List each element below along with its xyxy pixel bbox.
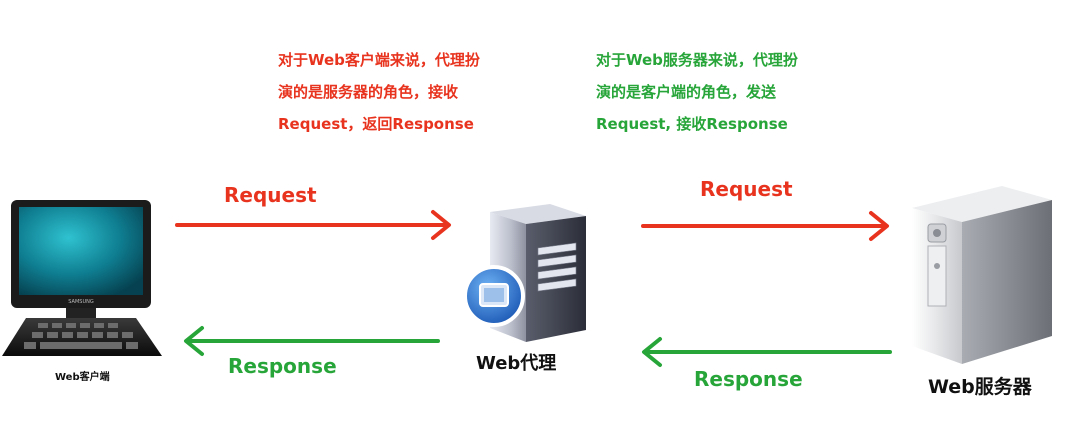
tower-server-icon [912, 186, 1052, 364]
client-caption: Web客户端 [55, 372, 110, 383]
client-perspective-note: 对于Web客户端来说，代理扮 演的是服务器的角色，接收 Request，返回Re… [278, 44, 480, 140]
client-note-line-2: 演的是服务器的角色，接收 [278, 83, 459, 101]
right-response-label: Response [694, 367, 803, 391]
server-note-line-3: Request, 接收Response [596, 115, 788, 133]
right-request-arrow [641, 211, 889, 241]
server-note-line-2: 演的是客户端的角色，发送 [596, 83, 777, 101]
server-perspective-note: 对于Web服务器来说，代理扮 演的是客户端的角色，发送 Request, 接收R… [596, 44, 798, 140]
client-note-line-1: 对于Web客户端来说，代理扮 [278, 51, 480, 69]
left-response-arrow [184, 326, 440, 356]
monitor-brand: SAMSUNG [68, 299, 94, 305]
proxy-caption: Web代理 [476, 353, 557, 374]
left-request-arrow [175, 210, 451, 240]
server-caption: Web服务器 [928, 376, 1032, 398]
left-response-label: Response [228, 354, 337, 378]
server-note-line-1: 对于Web服务器来说，代理扮 [596, 51, 798, 69]
right-response-arrow [642, 337, 892, 367]
client-note-line-3: Request，返回Response [278, 115, 474, 133]
proxy-server-icon [463, 204, 586, 342]
right-request-label: Request [700, 177, 793, 201]
desktop-computer-icon: SAMSUNG [2, 200, 162, 356]
left-request-label: Request [224, 183, 317, 207]
